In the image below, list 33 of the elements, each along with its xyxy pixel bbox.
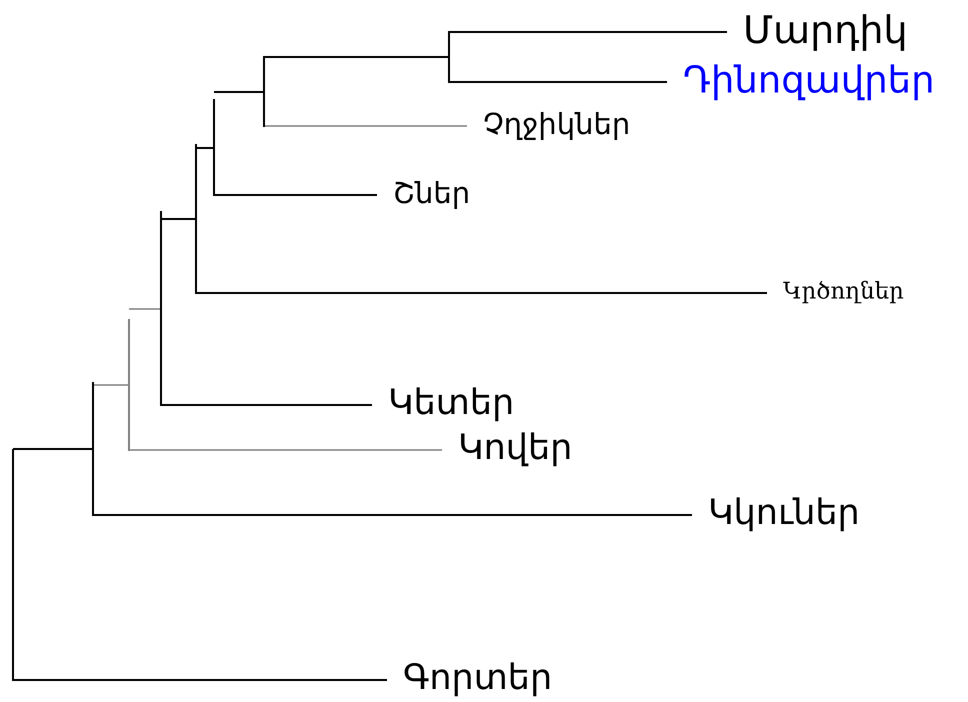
branch-point-line [213,99,215,196]
branch-point-line [12,449,14,681]
branch-line [449,81,667,83]
taxon-label: Դինոզավրեր [667,62,935,99]
branch-point-line [128,319,130,451]
taxon-label: Չղջիկներ [467,110,630,140]
branch-point-line [160,211,162,406]
taxon-label: Շներ [377,179,470,208]
branch-line [264,125,467,127]
branch-line [214,91,263,93]
branch-point-line [195,144,197,294]
branch-line [13,448,92,450]
taxon-label: Կրծողներ [767,280,904,304]
branch-line [93,514,692,516]
taxon-label: Գորտեր [387,660,552,696]
taxon-label: Կետեր [372,386,514,421]
branch-line [13,679,387,681]
branch-line [214,194,377,196]
taxon-label: Մարդիկ [727,11,908,50]
branch-line [161,218,195,220]
taxon-label: Կկուներ [692,496,860,531]
branch-line [129,449,442,451]
branch-point-line [448,31,450,83]
taxon-label: Կովեր [442,430,572,466]
branch-line [264,56,448,58]
branch-point-line [92,382,94,516]
branch-line [449,31,727,33]
branch-line [196,147,213,149]
branch-line [129,308,160,310]
branch-line [161,404,372,406]
branch-line [93,384,128,386]
branch-line [196,292,767,294]
branch-point-line [263,56,265,127]
